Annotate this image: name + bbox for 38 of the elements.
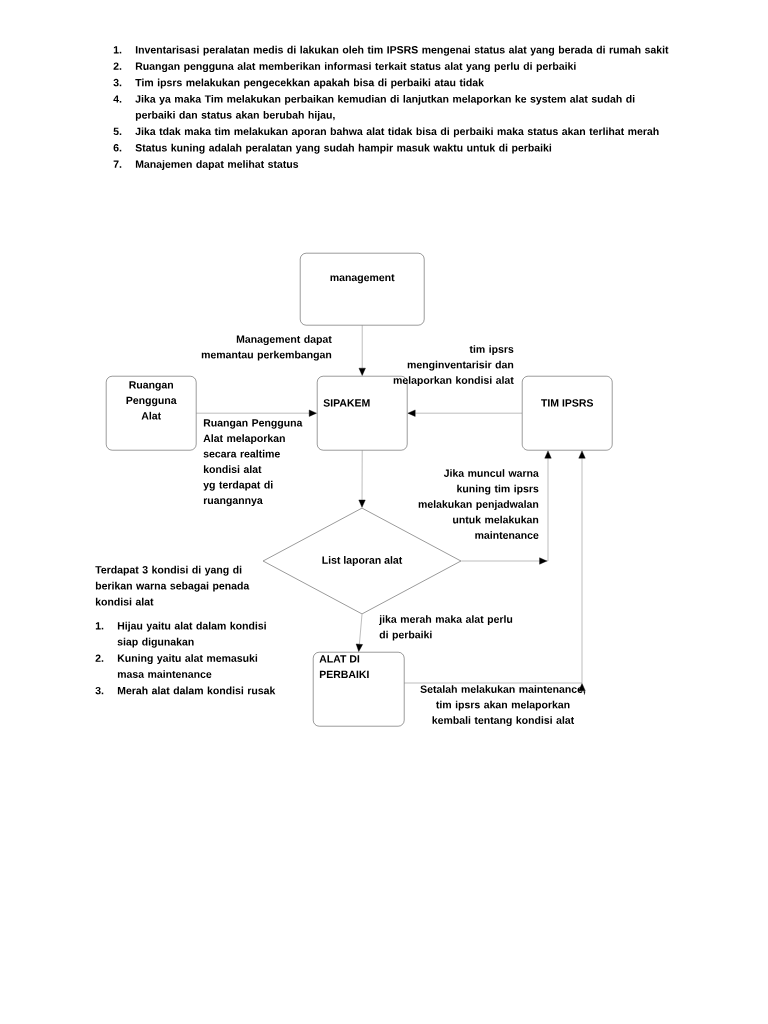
list-number: 3.: [95, 686, 104, 695]
list-number: 2.: [95, 654, 104, 662]
list-number: 7.: [113, 160, 122, 168]
edge-label: jika merah maka alat perlu di perbaiki: [379, 615, 513, 641]
list-number: 2.: [113, 62, 122, 70]
arrow: [358, 450, 366, 508]
arrow: [355, 614, 363, 652]
list-item: Jika tdak maka tim melakukan aporan bahwa alat tidak bisa di perbaiki maka status akan terlihat merah: [135, 127, 659, 138]
arrow: [404, 450, 586, 691]
edge-label: Jika muncul warna kuning tim ipsrs melakukan penjadwalan untuk melakukan maintenance: [418, 469, 539, 539]
list-item: Hijau yaitu alat dalam kondisi siap digunakan: [117, 621, 266, 648]
edge-label: Ruangan Pengguna Alat melaporkan secara realtime kondisi alat yg terdapat di ruangannya: [203, 419, 303, 507]
list-item: Kuning yaitu alat memasuki masa maintenance: [117, 654, 258, 678]
list-item: Status kuning adalah peralatan yang sudah hampir masuk waktu untuk di perbaiki: [135, 143, 552, 154]
arrow: [407, 409, 523, 417]
list-number: 6.: [113, 144, 122, 152]
arrow: [461, 450, 552, 565]
process-box: management: [300, 253, 425, 326]
list-number: 1.: [95, 622, 104, 630]
list-item: Ruangan pengguna alat memberikan informasi terkait status alat yang perlu di perbaiki: [135, 62, 576, 73]
process-box: Ruangan Pengguna Alat: [106, 376, 197, 451]
list-number: 3.: [113, 78, 122, 87]
edge-label: Setalah melakukan maintenance, tim ipsrs akan melaporkan kembali tentang kondisi alat: [420, 685, 586, 727]
process-box: TIM IPSRS: [522, 376, 613, 451]
edge-label: Management dapat memantau perkembangan: [201, 335, 332, 361]
list-item: Tim ipsrs melakukan pengecekkan apakah bisa di perbaiki atau tidak: [135, 78, 484, 89]
note-text: Terdapat 3 kondisi di yang di berikan warna sebagai penada kondisi alat: [95, 565, 250, 606]
list-number: 5.: [113, 127, 122, 136]
list-item: Inventarisasi peralatan medis di lakukan oleh tim IPSRS mengenai status alat yang berada di rumah sakit: [135, 45, 669, 56]
edge-label: tim ipsrs menginventarisir dan melaporkan kondisi alat: [393, 345, 514, 386]
arrow: [358, 325, 366, 376]
list-number: 1.: [113, 46, 122, 54]
arrow: [196, 409, 317, 417]
list-item: Manajemen dapat melihat status: [135, 160, 299, 170]
list-item: Jika ya maka Tim melakukan perbaikan kemudian di lanjutkan melaporkan ke system alat sudah di perbaiki dan status akan berubah hijau,: [135, 95, 635, 121]
list-item: Merah alat dalam kondisi rusak: [117, 686, 276, 695]
process-box: ALAT DI PERBAIKI: [313, 652, 405, 727]
list-number: 4.: [113, 95, 122, 103]
